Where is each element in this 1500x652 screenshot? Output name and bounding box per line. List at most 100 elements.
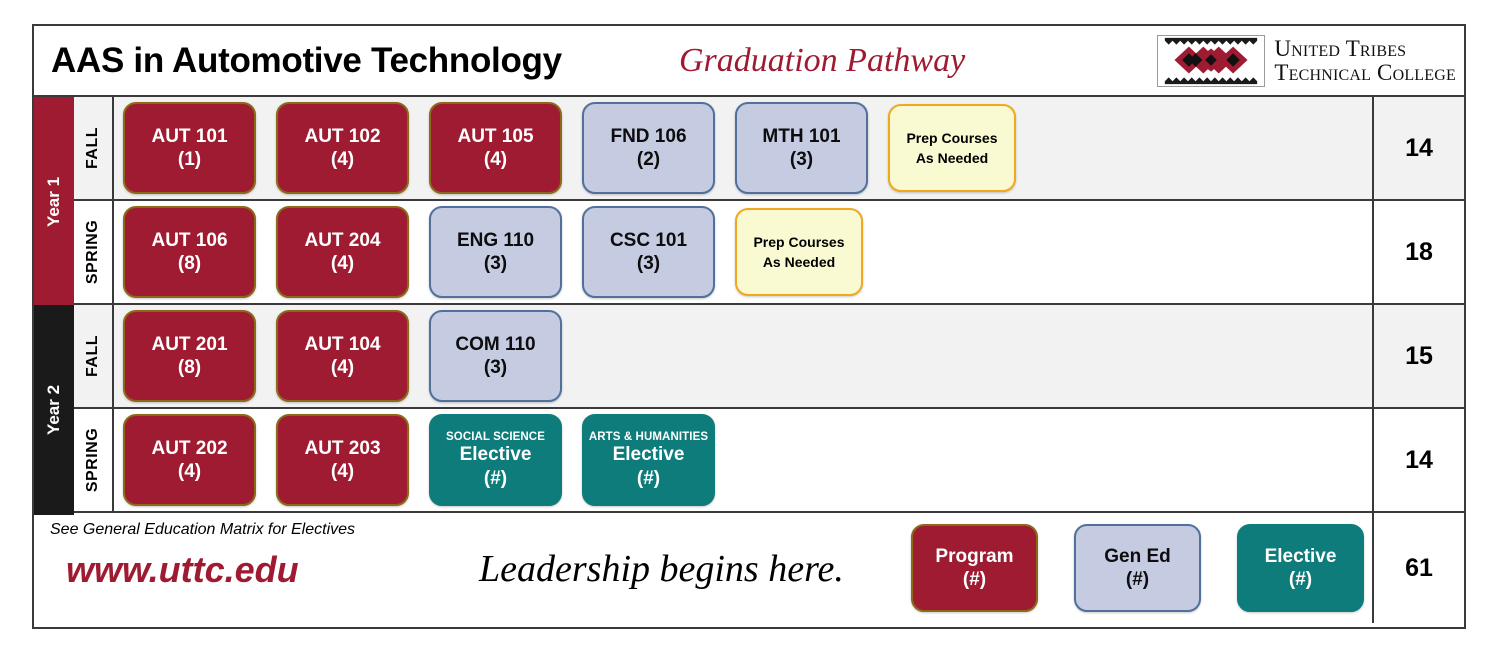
- legend-label: Gen Ed: [1104, 545, 1171, 567]
- term-credit-total: 15: [1372, 305, 1464, 407]
- course-code: AUT 105: [457, 125, 534, 147]
- prep-line-1: Prep Courses: [753, 233, 845, 250]
- term-course-list: AUT 101(1)AUT 102(4)AUT 105(4)FND 106(2)…: [114, 97, 1372, 199]
- term-course-list: AUT 201(8)AUT 104(4)COM 110(3): [114, 305, 1372, 407]
- course-code: AUT 203: [304, 437, 381, 459]
- course-credits: (2): [636, 149, 661, 170]
- pathway-subtitle: Graduation Pathway: [679, 41, 966, 79]
- course-credits: (3): [636, 253, 661, 274]
- course-slot: AUT 105(4): [429, 97, 582, 199]
- course-code: AUT 104: [304, 333, 381, 355]
- term-label-text: FALL: [84, 335, 101, 377]
- course-code: COM 110: [455, 333, 536, 355]
- course-code: AUT 101: [151, 125, 228, 147]
- course-slot: AUT 203(4): [276, 409, 429, 511]
- course-slot: AUT 101(1): [123, 97, 276, 199]
- course-credits: (8): [177, 357, 202, 378]
- legend: Program(#)Gen Ed(#)Elective(#): [911, 524, 1364, 612]
- legend-item-gened: Gen Ed(#): [1074, 524, 1201, 612]
- sheet-footer: See General Education Matrix for Electiv…: [34, 513, 1464, 623]
- tagline: Leadership begins here.: [479, 548, 844, 590]
- course-slot: Prep Courses As Needed: [735, 201, 888, 303]
- term-credit-total: 18: [1372, 201, 1464, 303]
- total-credits: 61: [1372, 513, 1464, 623]
- legend-credits: (#): [962, 569, 987, 590]
- course-slot: FND 106(2): [582, 97, 735, 199]
- course-code: AUT 102: [304, 125, 381, 147]
- term-course-list: AUT 106(8)AUT 204(4)ENG 110(3)CSC 101(3)…: [114, 201, 1372, 303]
- graduation-pathway-sheet: AAS in Automotive Technology Graduation …: [32, 24, 1466, 629]
- legend-credits: (#): [1125, 569, 1150, 590]
- course-code: AUT 106: [151, 229, 228, 251]
- course-box: COM 110(3): [429, 310, 562, 402]
- course-code: Elective: [459, 444, 532, 466]
- college-name: United Tribes Technical College: [1274, 37, 1456, 84]
- course-box: AUT 201(8): [123, 310, 256, 402]
- course-slot: AUT 201(8): [123, 305, 276, 407]
- year-label: Year 2: [44, 384, 64, 436]
- gen-ed-matrix-note: See General Education Matrix for Electiv…: [50, 521, 356, 538]
- college-name-line-2: Technical College: [1274, 59, 1456, 85]
- prep-line-2: As Needed: [762, 254, 836, 270]
- course-slot: AUT 204(4): [276, 201, 429, 303]
- course-box: AUT 104(4): [276, 310, 409, 402]
- course-credits: (4): [330, 253, 355, 274]
- college-name-line-1: United Tribes: [1274, 36, 1407, 62]
- website-url[interactable]: www.uttc.edu: [66, 549, 299, 590]
- term-label: SPRING: [74, 409, 114, 511]
- course-box: ENG 110(3): [429, 206, 562, 298]
- term-label-text: FALL: [84, 127, 101, 169]
- course-slot: CSC 101(3): [582, 201, 735, 303]
- course-slot: COM 110(3): [429, 305, 582, 407]
- term-label-text: SPRING: [84, 427, 101, 493]
- course-credits: (#): [483, 467, 508, 489]
- course-credits: (3): [483, 253, 508, 274]
- course-credits: (4): [483, 149, 508, 170]
- prep-line-2: As Needed: [915, 150, 989, 166]
- course-slot: AUT 106(8): [123, 201, 276, 303]
- legend-item-program: Program(#): [911, 524, 1038, 612]
- course-slot: ENG 110(3): [429, 201, 582, 303]
- prep-courses-box: Prep Courses As Needed: [735, 208, 863, 296]
- course-slot: AUT 102(4): [276, 97, 429, 199]
- course-box: AUT 202(4): [123, 414, 256, 506]
- course-box: AUT 203(4): [276, 414, 409, 506]
- year-band: Year 2: [34, 305, 74, 515]
- course-credits: (4): [330, 461, 355, 482]
- course-box: AUT 101(1): [123, 102, 256, 194]
- course-code: AUT 201: [151, 333, 228, 355]
- course-box: AUT 106(8): [123, 206, 256, 298]
- term-label: FALL: [74, 97, 114, 199]
- course-code: AUT 202: [151, 437, 228, 459]
- course-box: CSC 101(3): [582, 206, 715, 298]
- elective-category-label: ARTS & HUMANITIES: [588, 431, 709, 444]
- sheet-header: AAS in Automotive Technology Graduation …: [34, 26, 1464, 97]
- footer-content: See General Education Matrix for Electiv…: [34, 513, 1372, 623]
- course-credits: (1): [177, 149, 202, 170]
- year-band: Year 1: [34, 97, 74, 307]
- course-credits: (#): [636, 467, 661, 489]
- course-credits: (4): [330, 357, 355, 378]
- course-box: MTH 101(3): [735, 102, 868, 194]
- elective-category-label: SOCIAL SCIENCE: [446, 431, 545, 444]
- term-label: SPRING: [74, 201, 114, 303]
- united-tribes-diamond-logo-icon: [1157, 34, 1266, 87]
- page-title: AAS in Automotive Technology: [51, 40, 562, 80]
- course-code: AUT 204: [304, 229, 381, 251]
- course-credits: (3): [483, 357, 508, 378]
- legend-credits: (#): [1288, 569, 1313, 590]
- term-label: FALL: [74, 305, 114, 407]
- course-credits: (8): [177, 253, 202, 274]
- course-slot: AUT 104(4): [276, 305, 429, 407]
- legend-label: Elective: [1264, 545, 1337, 567]
- course-credits: (3): [789, 149, 814, 170]
- college-logo: United Tribes Technical College: [1157, 34, 1456, 87]
- year-label: Year 1: [44, 176, 64, 228]
- term-label-text: SPRING: [84, 219, 101, 285]
